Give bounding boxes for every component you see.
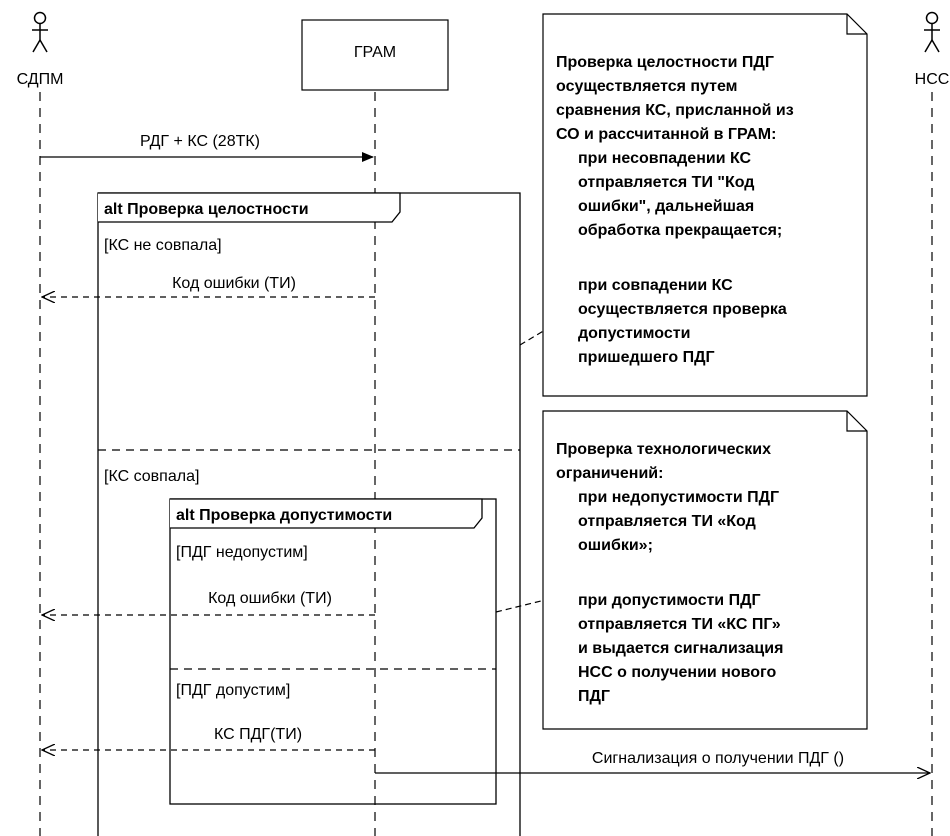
note-line: отправляется ТИ «КС ПГ» <box>578 616 781 633</box>
guard-label: [ПДГ недопустим] <box>176 544 308 561</box>
actor-icon <box>924 11 940 53</box>
alt-fragment-validity: alt Проверка допустимости [ПДГ недопусти… <box>169 498 497 805</box>
note-line: ошибки»; <box>578 537 653 554</box>
note-line: СО и рассчитанной в ГРАМ: <box>556 126 776 143</box>
note-line: Проверка целостности ПДГ <box>556 54 774 71</box>
note-line: при недопустимости ПДГ <box>578 489 779 506</box>
note-line: осуществляется проверка <box>578 301 787 318</box>
actor-sdpm: СДПМ <box>17 11 64 88</box>
message-label: Сигнализация о получении ПДГ () <box>592 750 844 767</box>
note-integrity-check: Проверка целостности ПДГ осуществляется … <box>519 13 868 397</box>
actor-gram: ГРАМ <box>301 19 449 91</box>
message-ks-pdg: КС ПДГ(ТИ) <box>42 726 375 750</box>
fragment-title: alt Проверка допустимости <box>176 507 392 524</box>
note-line: НСС о получении нового <box>578 664 776 681</box>
lifelines <box>39 92 933 836</box>
note-text: Проверка целостности ПДГ осуществляется … <box>556 54 798 366</box>
actor-label-sdpm: СДПМ <box>17 71 64 88</box>
message-label: Код ошибки (ТИ) <box>172 275 296 292</box>
message-label: КС ПДГ(ТИ) <box>214 726 302 743</box>
actor-nss: НСС <box>915 11 950 88</box>
note-line: отправляется ТИ "Код <box>578 174 754 191</box>
note-line: ограничений: <box>556 465 663 482</box>
lifeline-head-box <box>301 19 449 91</box>
note-line: отправляется ТИ «Код <box>578 513 756 530</box>
message-label: Код ошибки (ТИ) <box>208 590 332 607</box>
note-line: осуществляется путем <box>556 78 738 95</box>
note-connector <box>519 329 546 346</box>
note-line: при совпадении КС <box>578 277 733 294</box>
note-line: при несовпадении КС <box>578 150 752 167</box>
fragment-title-tab <box>170 498 483 529</box>
note-line: пришедшего ПДГ <box>578 349 715 366</box>
fragment-title: alt Проверка целостности <box>104 201 309 218</box>
guard-label: [КС не совпала] <box>104 237 222 254</box>
note-corner <box>846 411 867 432</box>
note-corner <box>846 14 867 35</box>
fragment-title-tab <box>98 192 401 223</box>
actor-icon <box>32 11 48 53</box>
message-rdg-ks: РДГ + КС (28ТК) <box>40 133 374 162</box>
note-line: обработка прекращается; <box>578 222 782 239</box>
note-line: ПДГ <box>578 688 610 705</box>
note-tech-limits: Проверка технологических ограничений: пр… <box>495 410 868 730</box>
note-connector <box>495 599 546 613</box>
note-line: ошибки", дальнейшая <box>578 198 754 215</box>
note-box <box>542 13 868 397</box>
note-text: Проверка технологических ограничений: пр… <box>556 441 788 705</box>
note-box <box>542 410 868 730</box>
actor-label-nss: НСС <box>915 71 950 88</box>
guard-label: [ПДГ допустим] <box>176 682 290 699</box>
message-error-code-2: Код ошибки (ТИ) <box>42 590 375 615</box>
message-label: РДГ + КС (28ТК) <box>140 133 260 150</box>
note-line: допустимости <box>578 325 690 342</box>
note-line: при допустимости ПДГ <box>578 592 761 609</box>
note-line: и выдается сигнализация <box>578 640 783 657</box>
actor-label-gram: ГРАМ <box>354 44 396 61</box>
message-signal-nss: Сигнализация о получении ПДГ () <box>375 750 930 773</box>
alt-fragment-integrity: alt Проверка целостности [КС не совпала]… <box>97 192 521 836</box>
note-line: сравнения КС, присланной из <box>556 102 794 119</box>
guard-label: [КС совпала] <box>104 468 199 485</box>
note-line: Проверка технологических <box>556 441 771 458</box>
message-error-code-1: Код ошибки (ТИ) <box>42 275 375 297</box>
